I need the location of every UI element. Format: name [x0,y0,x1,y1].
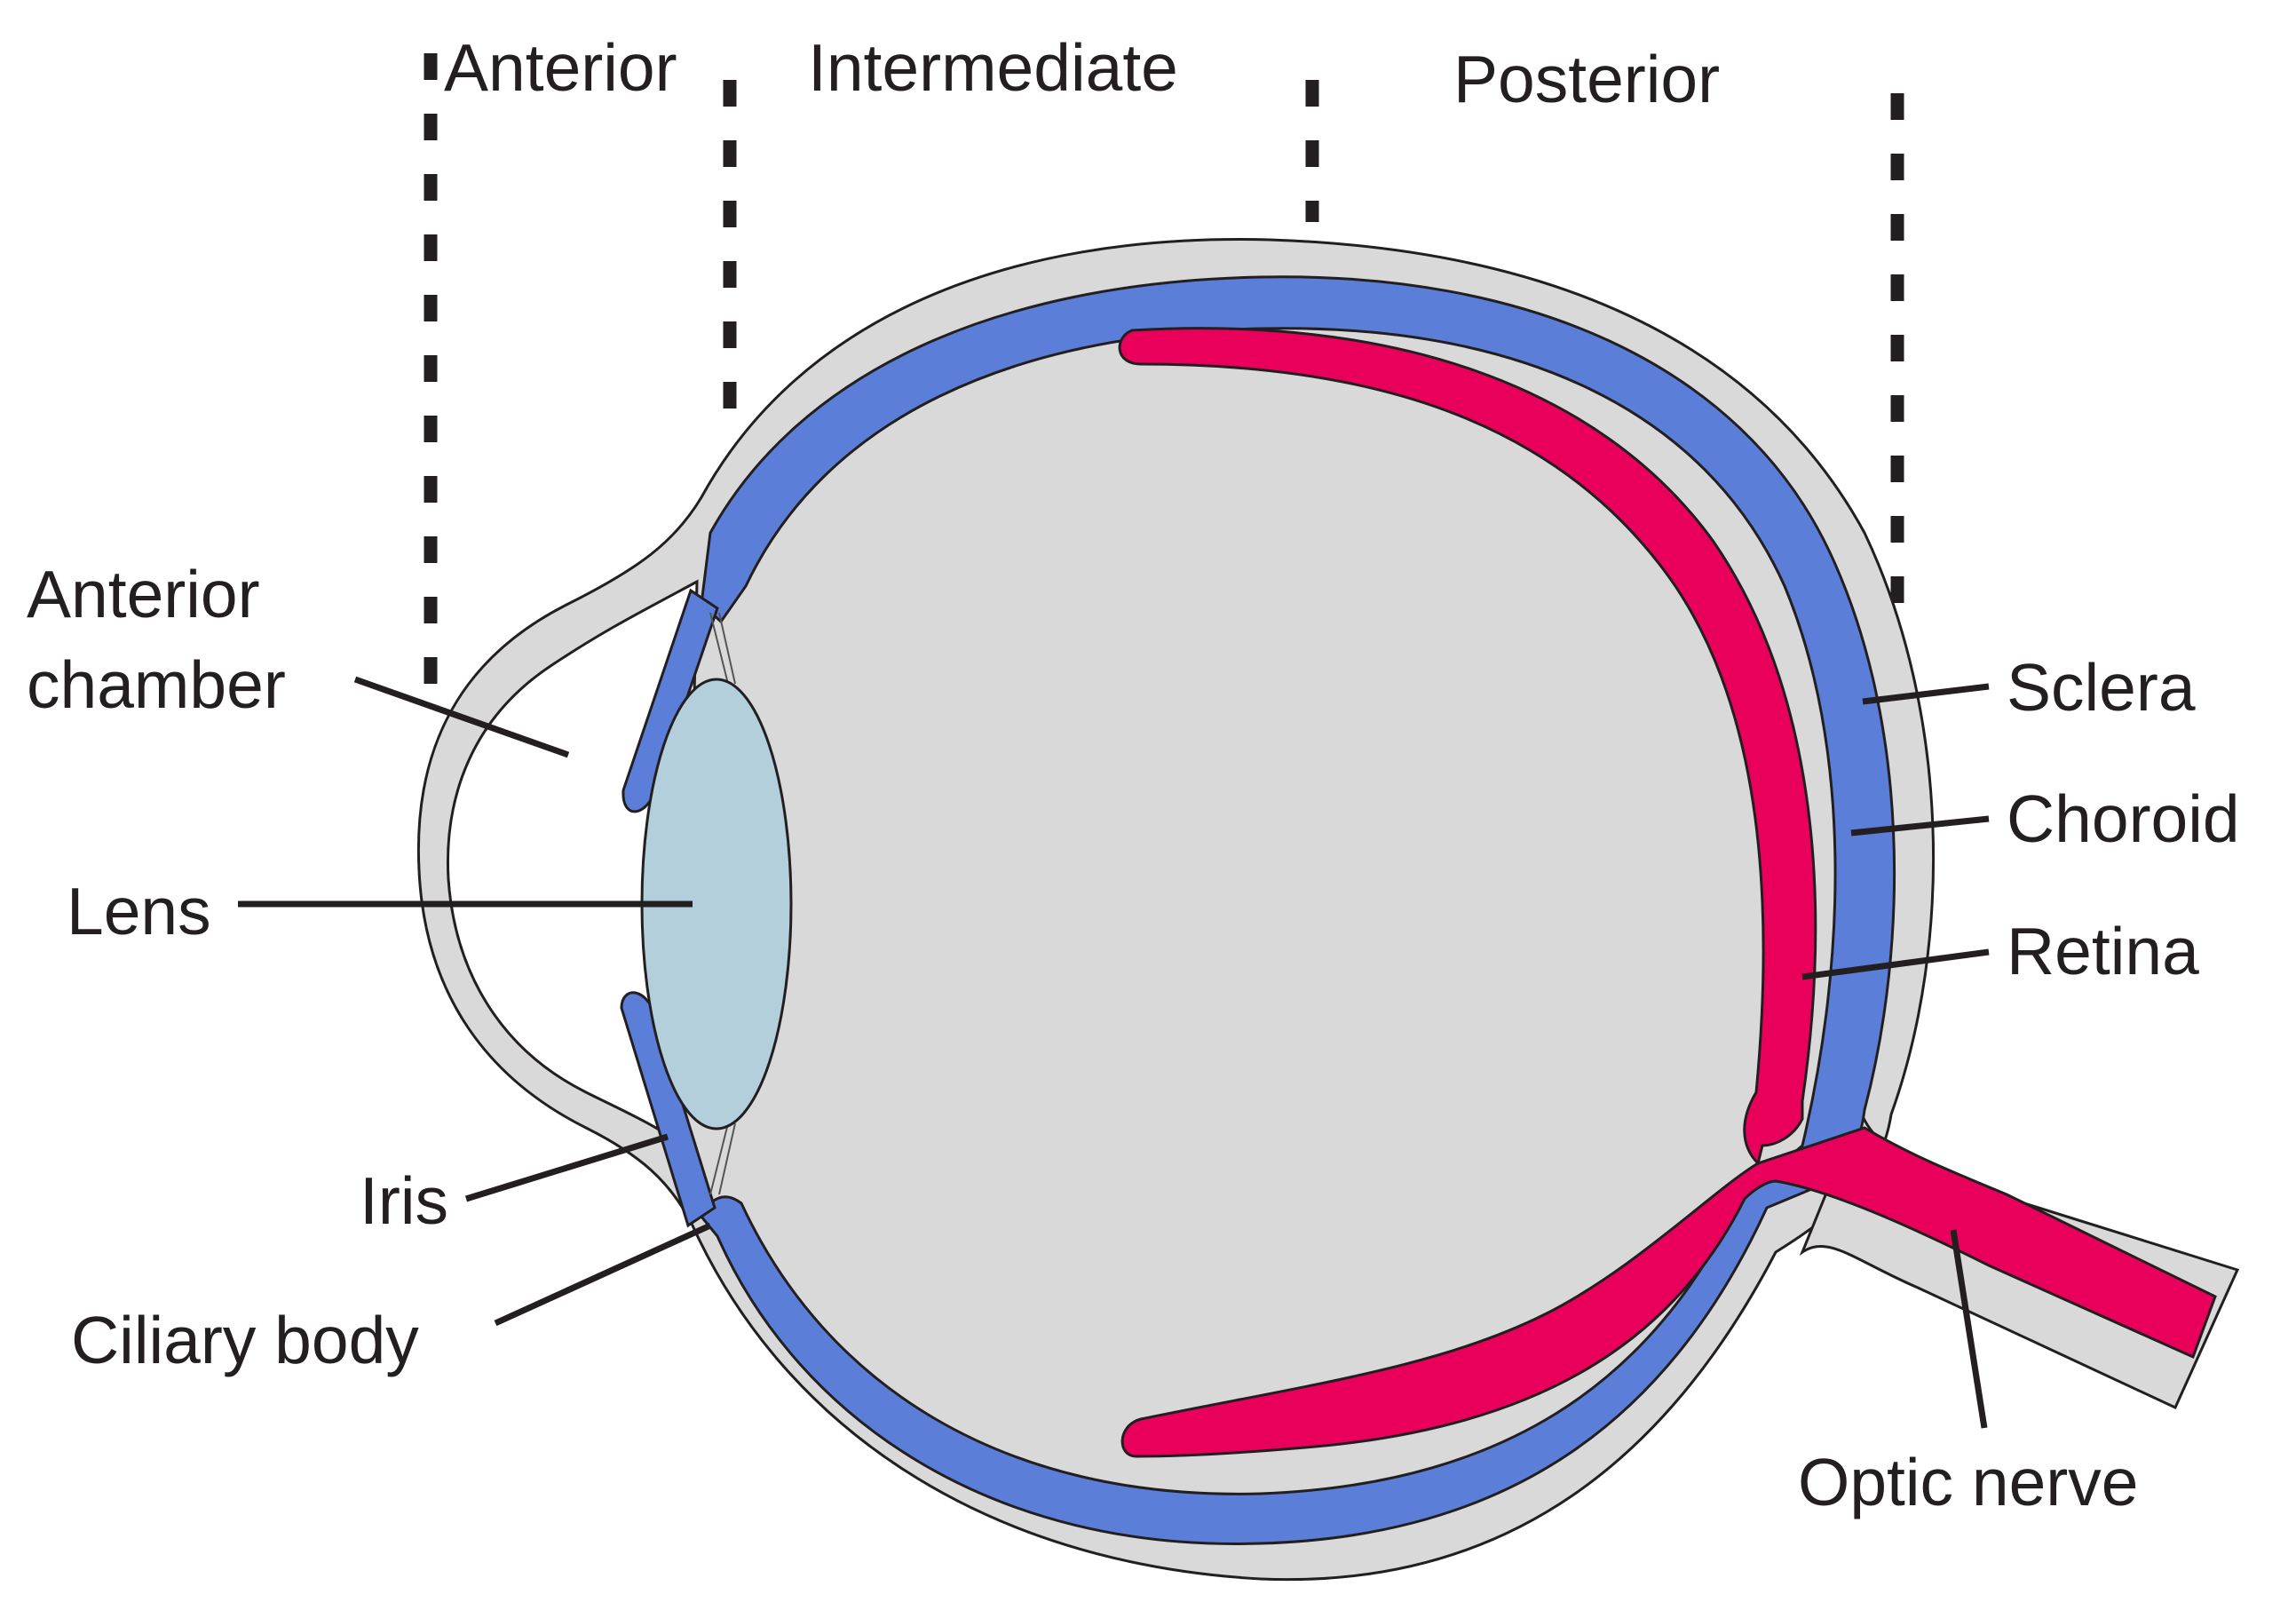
leader-optic-nerve [1950,1229,1988,1429]
leader-ciliary-body [494,1222,712,1327]
zonule-bottom-1 [709,1122,729,1195]
leader-retina [1801,948,1990,980]
choroid-ring [700,275,1896,1545]
region-dividers [424,53,1904,693]
zonule-bottom-2 [718,1122,736,1195]
region-label-anterior: Anterior [444,30,677,105]
label-ciliary-body: Ciliary body [71,1303,419,1377]
region-label-posterior: Posterior [1453,42,1720,116]
zonule-top-2 [718,612,736,685]
sclera-globe [416,238,1936,1582]
label-anterior-chamber-line1: Anterior [27,557,260,631]
label-choroid: Choroid [2007,781,2240,856]
label-anterior-chamber-line2: chamber [27,647,286,722]
label-iris: Iris [360,1163,448,1238]
zonule-top-1 [709,612,729,685]
iris-lower [620,991,717,1228]
choroid-layer [620,275,1896,1545]
leader-iris [464,1133,669,1202]
region-label-intermediate: Intermediate [808,30,1178,105]
leader-sclera [1862,683,1990,705]
label-optic-nerve: Optic nerve [1798,1445,2139,1519]
label-lens: Lens [67,874,211,948]
leader-lines [238,676,1990,1429]
leader-anterior-chamber [353,676,570,758]
retina-layer [1118,327,2217,1458]
label-retina: Retina [2007,914,2199,988]
label-sclera: Sclera [2007,650,2196,725]
leader-choroid [1850,815,1990,837]
retina-shell [1118,327,2217,1458]
